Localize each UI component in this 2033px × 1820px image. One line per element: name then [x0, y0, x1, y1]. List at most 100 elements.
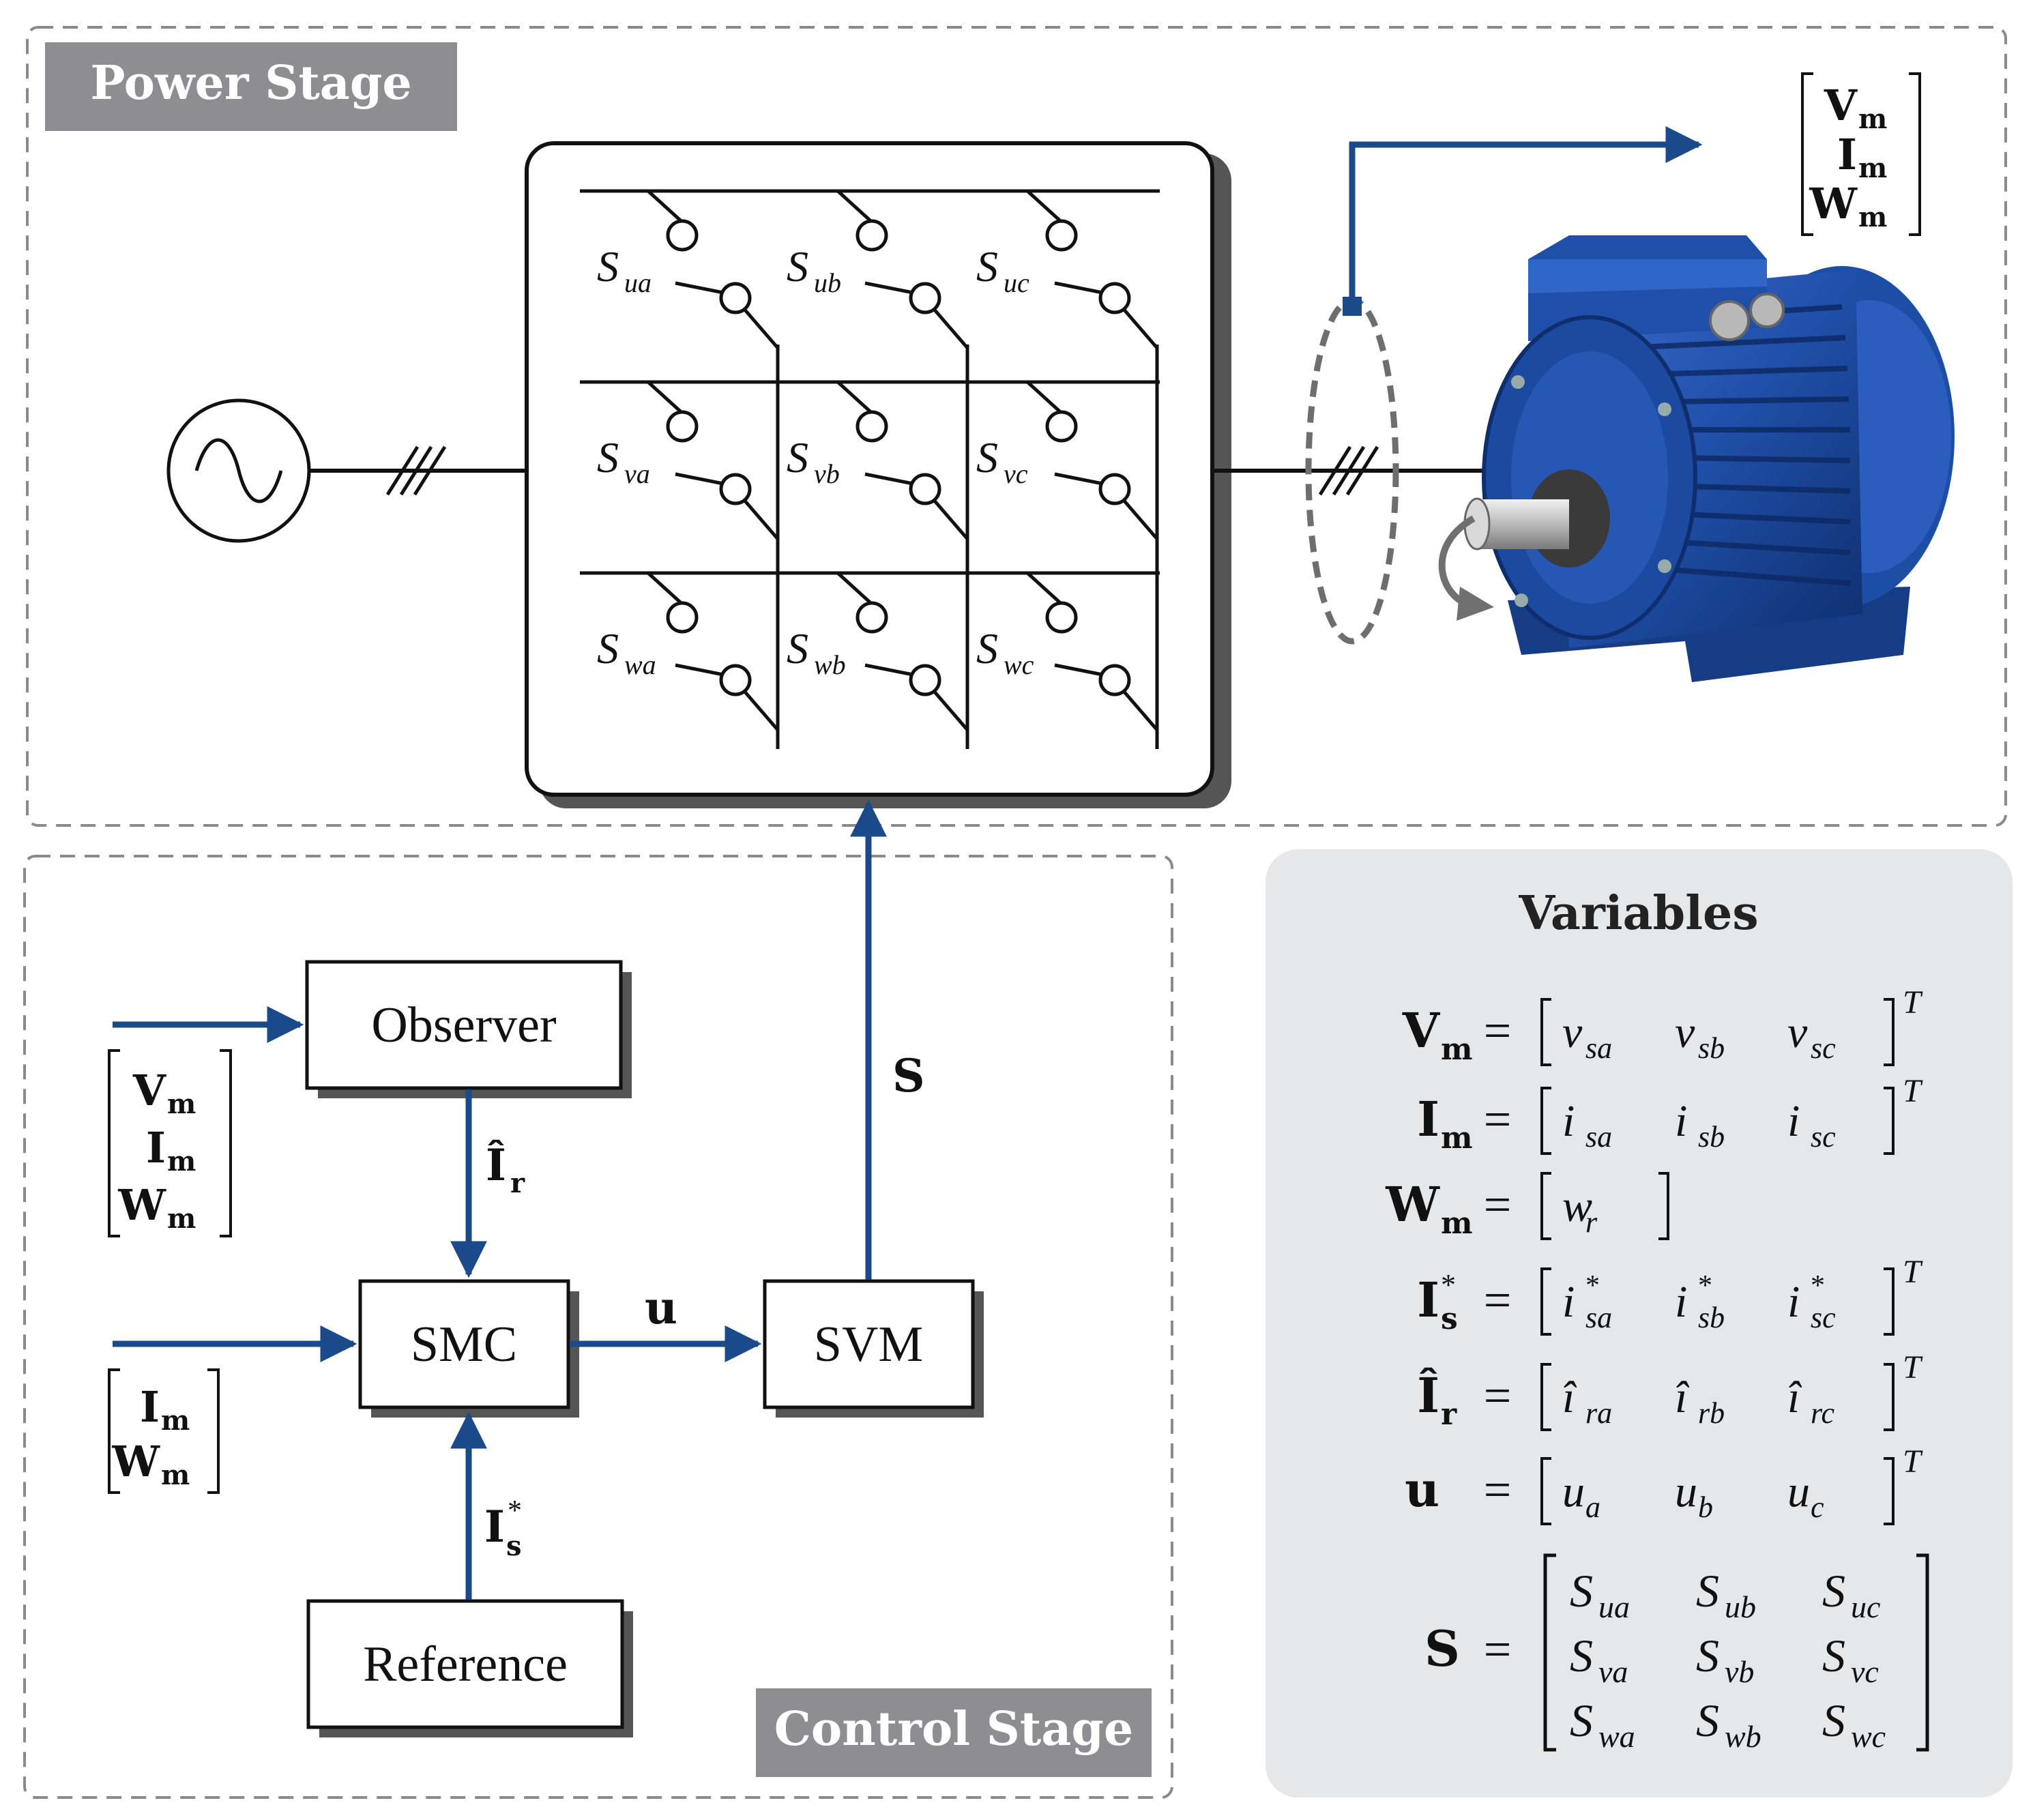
matrix-entry-sub: uc [1851, 1589, 1880, 1624]
matrix-entry-base: î [1675, 1373, 1690, 1422]
equation-lhs-base: I [1417, 1272, 1439, 1328]
matrix-entry-base: S [1570, 1694, 1593, 1746]
matrix-entry-base: S [1570, 1565, 1593, 1617]
switch-label-base: S [597, 624, 619, 673]
switch-label-sub: wa [624, 649, 656, 680]
measurement-arrow [1349, 126, 1703, 306]
matrix-entry-base: î [1787, 1373, 1802, 1422]
matrix-entry-sub: sb [1698, 1120, 1725, 1154]
switch-label-base: S [976, 242, 998, 291]
equation-lhs-sub: r [1441, 1397, 1457, 1432]
variables-panel [1266, 849, 2013, 1797]
matrix-entry-base: S [1822, 1565, 1845, 1617]
switch-label-base: S [787, 624, 808, 673]
reference-block [306, 1599, 624, 1729]
vector-entry-base: W [111, 1437, 160, 1486]
transpose-mark: T [1903, 1349, 1923, 1385]
equals-sign: = [1484, 1622, 1512, 1677]
smc-label: SMC [411, 1317, 517, 1373]
power-stage-label-bg [45, 42, 457, 131]
svg-text:Î: Î [486, 1140, 506, 1191]
switch-label-sub: ub [814, 267, 841, 298]
power-stage-label: Power Stage [90, 56, 411, 111]
switch-label-sub: uc [1004, 267, 1029, 298]
control-stage-frame [23, 855, 1173, 1799]
matrix-entry-sub: vb [1725, 1654, 1754, 1689]
control-stage-label-bg [756, 1688, 1152, 1777]
svg-text:r: r [510, 1167, 525, 1199]
transpose-mark: T [1903, 1443, 1923, 1480]
matrix-entry-sub: rb [1698, 1396, 1725, 1430]
rotation-arrow-icon [1438, 515, 1494, 621]
matrix-entry-sub: wa [1598, 1719, 1635, 1754]
switch-label-sub: wb [814, 649, 846, 680]
signal-is-star-label: I s * [484, 1495, 522, 1562]
three-phase-mark-output [1318, 445, 1379, 496]
equals-sign: = [1484, 1463, 1512, 1517]
matrix-entry-sub: va [1598, 1654, 1628, 1689]
switch-label-base: S [597, 242, 619, 291]
matrix-entry-base: w [1562, 1181, 1592, 1231]
vector-entry-base: I [140, 1382, 160, 1432]
equation-lhs-base: Î [1417, 1367, 1439, 1424]
equals-sign: = [1484, 1177, 1512, 1232]
equation-lhs-sup: * [1441, 1268, 1456, 1302]
matrix-entry-sub: wc [1851, 1719, 1886, 1754]
matrix-entry-base: i [1562, 1277, 1575, 1327]
equation-lhs-sub: m [1441, 1032, 1473, 1067]
matrix-entry: wr [1562, 1181, 1598, 1239]
matrix-entry-sub: ub [1725, 1589, 1756, 1624]
signal-ir-hat-label: Î r [486, 1140, 525, 1199]
switch-label-base: S [976, 624, 998, 673]
matrix-entry-base: S [1696, 1565, 1719, 1617]
switch-label-sub: vc [1004, 458, 1028, 489]
matrix-entry-base: S [1822, 1694, 1845, 1746]
equation-lhs-sub: s [1441, 1302, 1458, 1336]
matrix-entry-sub: sb [1698, 1301, 1725, 1334]
vector-entry-base: W [1809, 179, 1858, 229]
matrix-entry-base: S [1822, 1630, 1845, 1682]
equals-sign: = [1484, 1368, 1512, 1423]
switch-label-sub: vb [814, 458, 840, 489]
matrix-entry-sub: r [1585, 1205, 1598, 1239]
motor-icon [1463, 235, 1955, 682]
variables-title: Variables [1518, 886, 1758, 941]
power-stage-frame [26, 26, 2007, 827]
matrix-entry-sup: * [1698, 1270, 1712, 1302]
switch-label-base: S [976, 433, 998, 482]
matrix-entry-base: v [1787, 1008, 1808, 1057]
matrix-entry-sub: a [1585, 1491, 1600, 1524]
vector-entry-base: I [1837, 130, 1857, 179]
